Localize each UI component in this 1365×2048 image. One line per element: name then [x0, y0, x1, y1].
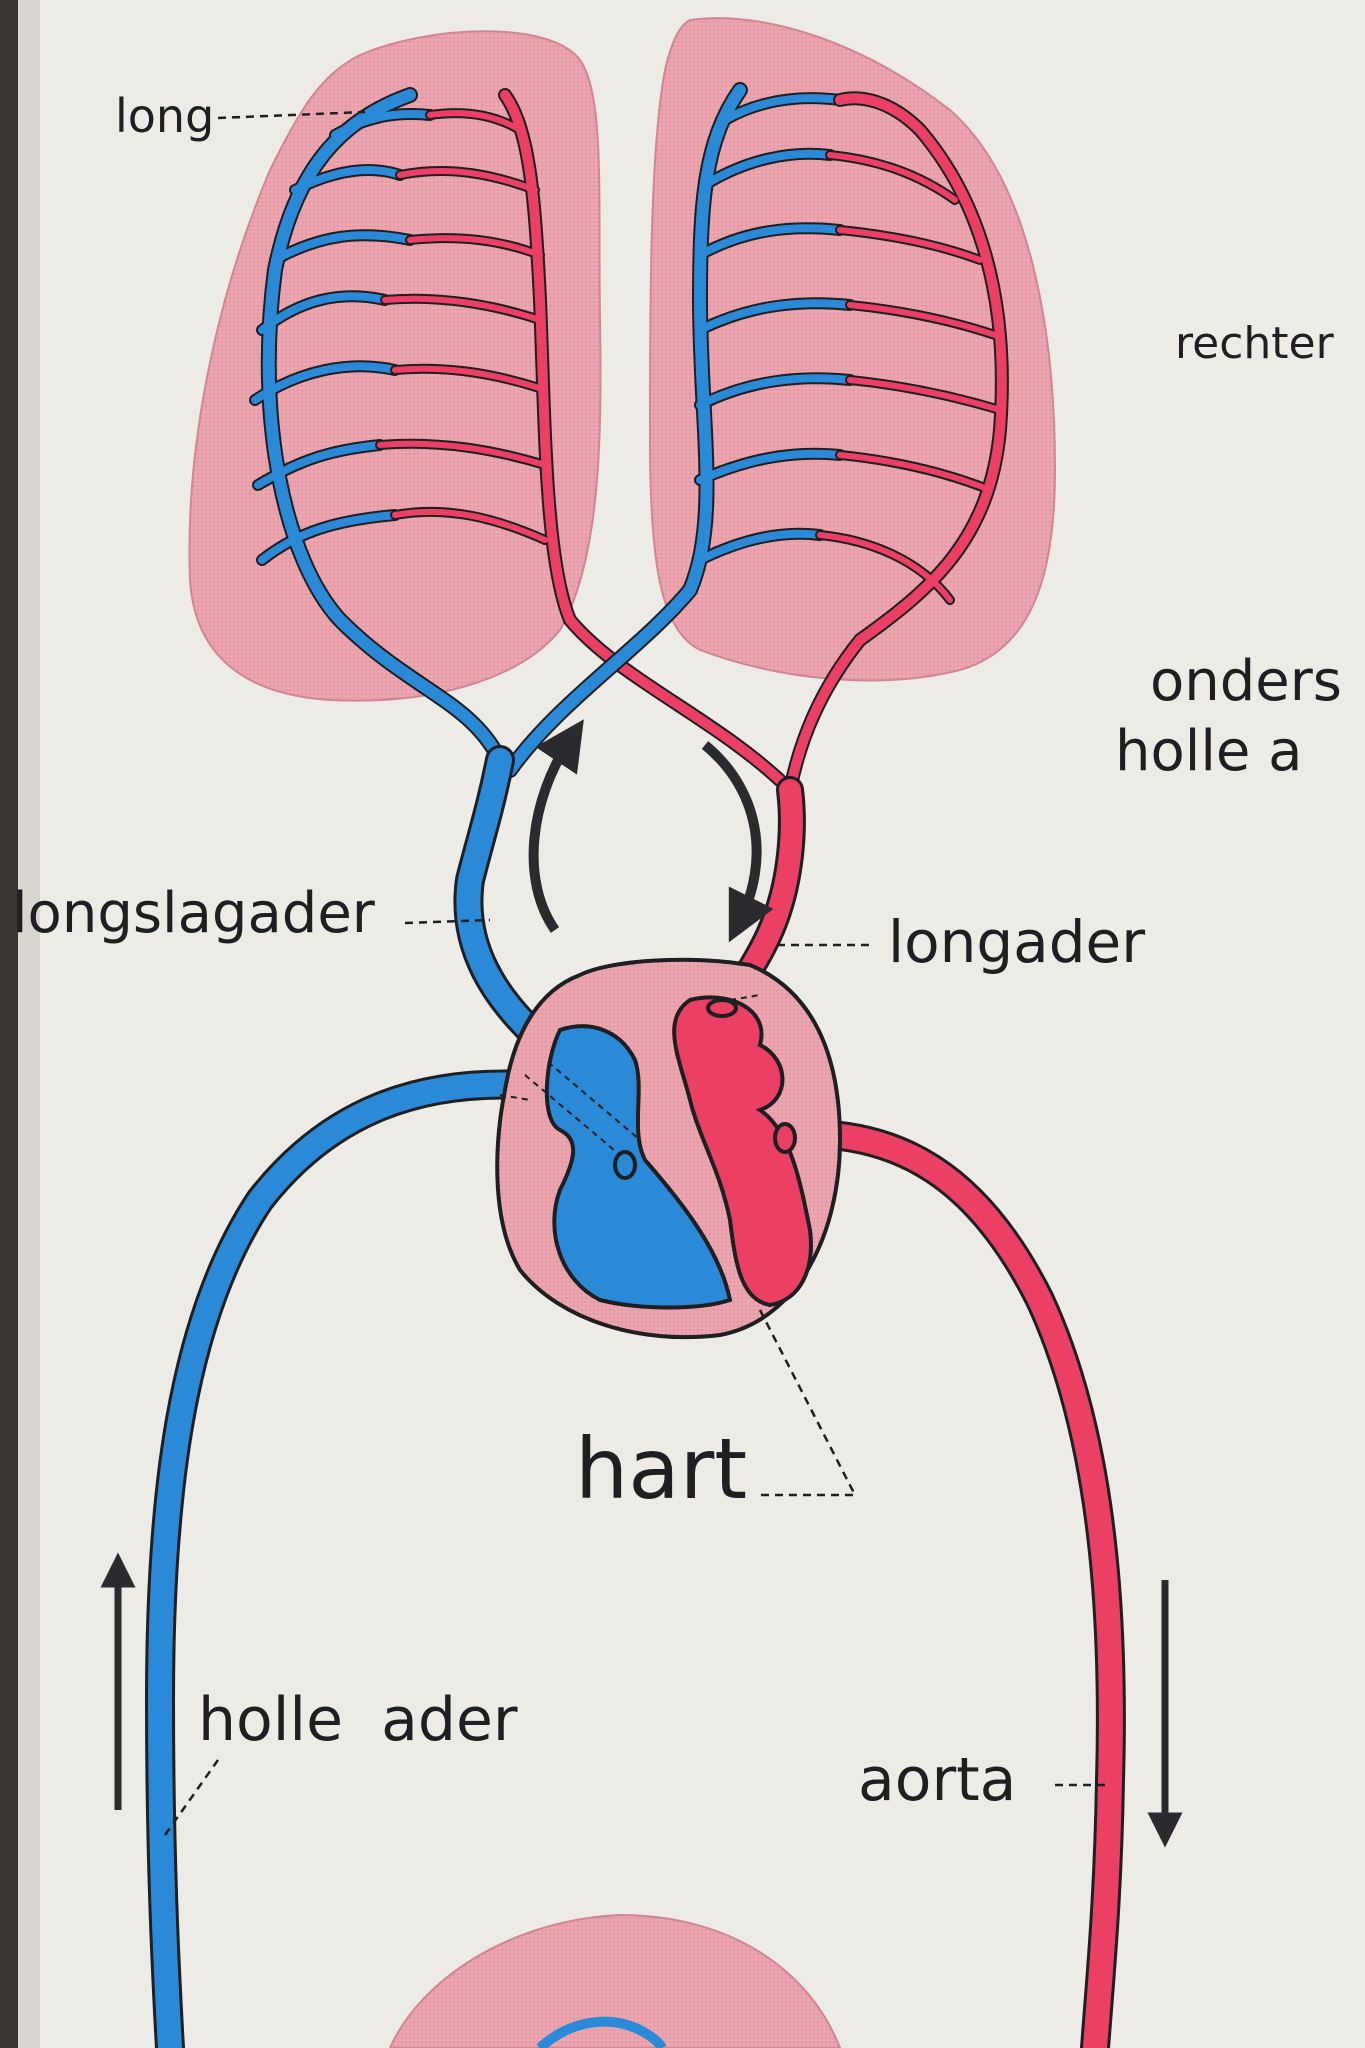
label-rechter: rechter: [1175, 318, 1335, 369]
label-onders: onders: [1150, 649, 1342, 714]
arrow-up-icon: [528, 719, 584, 933]
left-lung: [188, 30, 797, 797]
heart: [495, 957, 843, 1340]
leader-lines: [163, 110, 1108, 1836]
label-holle-ad: holle a: [1115, 719, 1302, 784]
label-aorta: aorta: [858, 1745, 1016, 1815]
label-hart: hart: [575, 1420, 747, 1518]
label-long: long: [115, 89, 214, 143]
aorta-vessel: [765, 1118, 1126, 2048]
lower-organ: [388, 1913, 842, 2048]
right-lung: [502, 17, 1057, 797]
arrow-down-icon: [701, 741, 774, 943]
label-holle-ader: holle ader: [198, 1685, 518, 1755]
poster-left-edge: [0, 0, 18, 2048]
label-longslagader: longslagader: [12, 881, 376, 946]
label-longader: longader: [888, 908, 1145, 976]
vena-cava: [144, 1069, 540, 2048]
